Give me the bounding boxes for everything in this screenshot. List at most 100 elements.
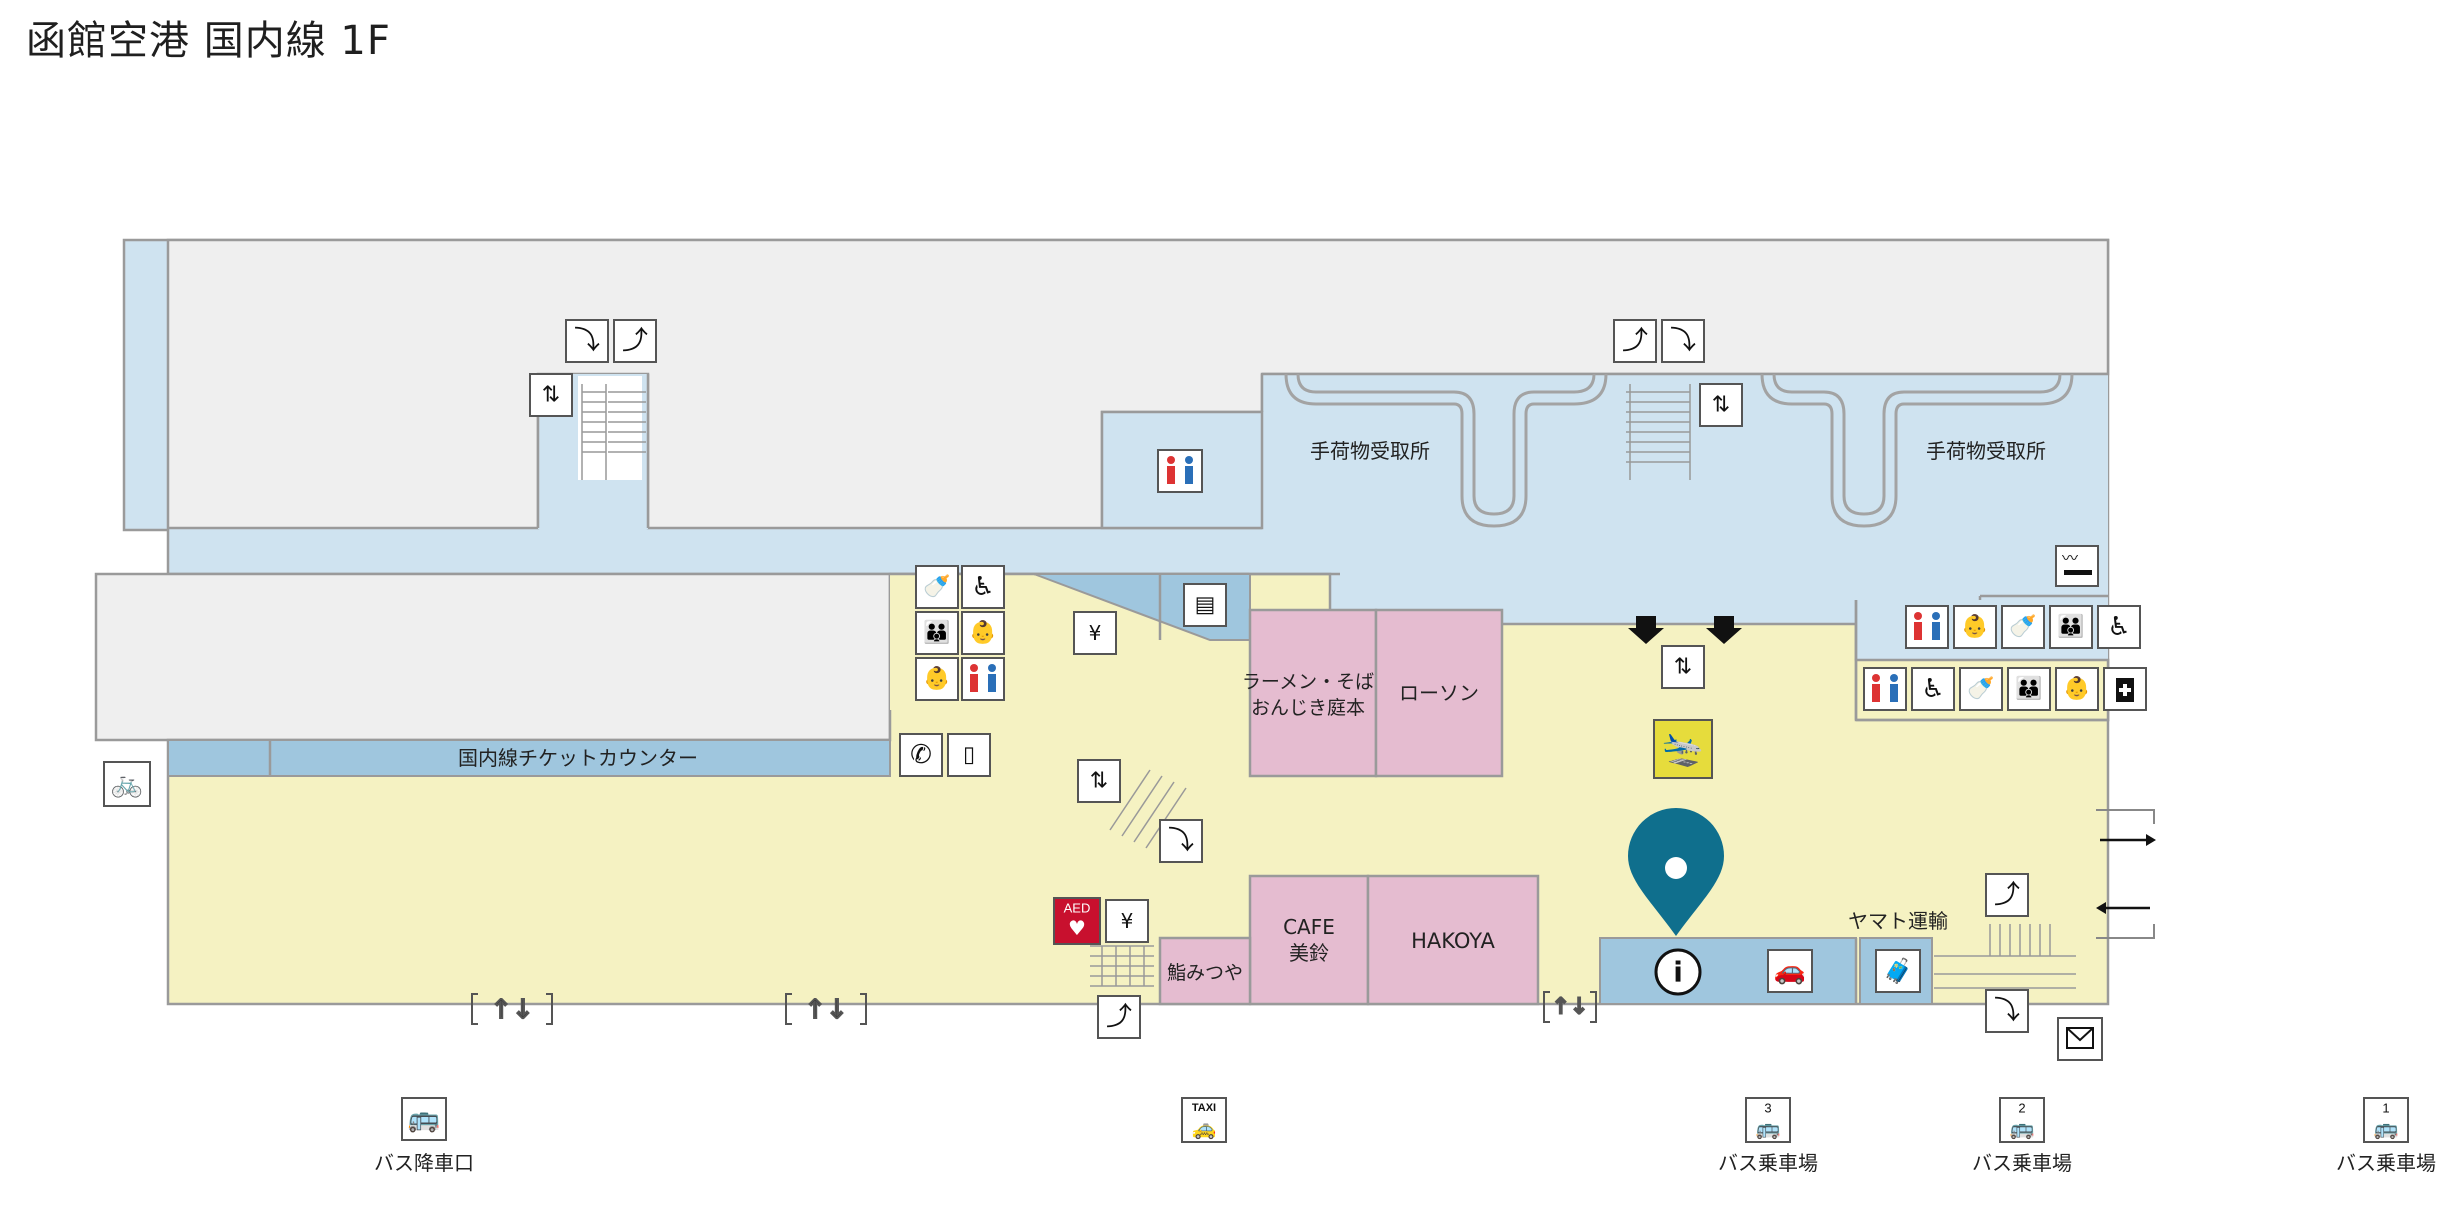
- elevator-icon: ⇅: [1077, 759, 1121, 803]
- elevator-icon: ⇅: [529, 373, 573, 417]
- coin-locker-icon: ▤: [1183, 583, 1227, 627]
- mobile-charger-icon: ▯: [947, 733, 991, 777]
- baggage-carousel-right: [1760, 373, 2074, 528]
- mailbox-icon: [2057, 1017, 2103, 1061]
- svg-text:⤴: ⤴: [1622, 326, 1648, 356]
- escalator-down-icon: ⤵: [1985, 989, 2029, 1033]
- atm-icon: ¥: [1105, 899, 1149, 943]
- svg-text:🍼: 🍼: [2009, 614, 2036, 640]
- svg-text:⤴: ⤴: [1994, 880, 2020, 910]
- nursing-room-icon: 🍼: [2001, 605, 2045, 649]
- svg-text:♿: ♿: [971, 572, 994, 602]
- ramen-label-line1: ラーメン・そば: [1242, 671, 1374, 693]
- bus-stop-dropoff: 🚌 バス降車口: [374, 1097, 474, 1175]
- svg-text:↑↓: ↑↓: [804, 995, 848, 1025]
- svg-text:⇅: ⇅: [1674, 655, 1692, 680]
- escalator-down-icon: ⤵: [1159, 819, 1203, 863]
- ticket-counter: [167, 739, 891, 777]
- exit-door-right[interactable]: [2096, 809, 2156, 939]
- svg-text:♿: ♿: [1921, 674, 1944, 704]
- svg-text:👶: 👶: [1961, 614, 1988, 640]
- wheelchair-restroom-icon: ♿: [1911, 667, 1955, 711]
- escalator-up-icon: ⤴: [1097, 995, 1141, 1039]
- baggage-storage-icon: 🧳: [1875, 949, 1921, 993]
- aed-label: AED: [1064, 901, 1091, 916]
- elevator-icon: ⇅: [1661, 645, 1705, 689]
- yamato-label: ヤマト運輸: [1848, 909, 1948, 933]
- svg-text:⤴: ⤴: [1106, 1002, 1132, 1032]
- restroom-icon: [961, 657, 1005, 701]
- family-restroom-icon: 👪: [2007, 667, 2051, 711]
- baby-changing-icon: 👶: [961, 611, 1005, 655]
- svg-text:🚌: 🚌: [408, 1104, 440, 1134]
- family-restroom-icon: 👪: [915, 611, 959, 655]
- svg-text:👶: 👶: [923, 666, 950, 692]
- nursing-room-icon: 🍼: [1959, 667, 2003, 711]
- svg-text:👶: 👶: [2063, 676, 2090, 702]
- svg-text:⤴: ⤴: [622, 326, 648, 356]
- wheelchair-restroom-icon: ♿: [2097, 605, 2141, 649]
- svg-text:🍼: 🍼: [1967, 676, 1994, 702]
- svg-text:🚕: 🚕: [1192, 1116, 1217, 1140]
- ramen-shop: [1248, 608, 1378, 778]
- bus-stop-1: 1 🚌 バス乗車場: [2336, 1097, 2436, 1175]
- baby-changing-icon: 👶: [2055, 667, 2099, 711]
- page-title: 函館空港 国内線 1F: [26, 18, 391, 64]
- restroom-icon: [1905, 605, 1949, 649]
- svg-text:👶: 👶: [969, 620, 996, 646]
- first-aid-icon: [2103, 667, 2147, 711]
- svg-text:↑↓: ↑↓: [1552, 995, 1589, 1020]
- restroom-icon: [1157, 449, 1203, 493]
- baby-changing-icon: 👶: [915, 657, 959, 701]
- entrance-door-3[interactable]: ↑↓: [1543, 991, 1597, 1023]
- svg-text:👪: 👪: [2057, 614, 2084, 640]
- wheelchair-restroom-icon: ♿: [961, 565, 1005, 609]
- lawson-shop: [1374, 608, 1504, 778]
- svg-text:♥: ♥: [1068, 916, 1086, 940]
- rental-car-icon: 🚗: [1767, 949, 1813, 993]
- baby-changing-icon: 👶: [1953, 605, 1997, 649]
- entrance-door-1[interactable]: ↑↓: [471, 993, 553, 1026]
- svg-text:¥: ¥: [1089, 621, 1102, 645]
- escalator-up-icon: ⤴: [1613, 319, 1657, 363]
- bus-stop-2: 2 🚌 バス乗車場: [1972, 1097, 2072, 1175]
- elevator-icon: ⇅: [1699, 383, 1743, 427]
- svg-text:🍼: 🍼: [923, 574, 950, 600]
- svg-text:👪: 👪: [2015, 676, 2042, 702]
- svg-text:🚌: 🚌: [2010, 1116, 2035, 1140]
- svg-text:♿: ♿: [2107, 612, 2130, 642]
- cafe-label-line2: 美鈴: [1289, 941, 1329, 965]
- information-icon[interactable]: i: [1654, 948, 1702, 996]
- info-counter: [1599, 937, 1857, 1005]
- smoking-area-icon: 〰: [2055, 545, 2099, 587]
- hakoya-shop: [1366, 874, 1540, 1006]
- arrival-arrow-down-icon: [1706, 616, 1742, 644]
- taxi-stand: TAXI 🚕: [1181, 1097, 1227, 1143]
- telephone-icon: ✆: [899, 733, 943, 777]
- family-restroom-icon: 👪: [2049, 605, 2093, 649]
- svg-text:⇅: ⇅: [542, 383, 560, 408]
- nursing-room-icon: 🍼: [915, 565, 959, 609]
- entrance-door-2[interactable]: ↑↓: [785, 993, 867, 1026]
- svg-text:🛬: 🛬: [1662, 729, 1704, 769]
- svg-text:🚗: 🚗: [1774, 956, 1806, 986]
- location-pin-icon: [1628, 808, 1724, 936]
- svg-text:↑↓: ↑↓: [490, 995, 534, 1025]
- bus-stop-1-label: バス乗車場: [2336, 1151, 2436, 1175]
- bus-stop-3-label: バス乗車場: [1718, 1151, 1818, 1175]
- svg-text:🚌: 🚌: [1756, 1116, 1781, 1140]
- ramen-label-line2: おんじき庭本: [1251, 697, 1365, 719]
- cafe-shop: [1248, 874, 1370, 1006]
- stairs-bottom-right: [1934, 924, 2076, 989]
- escalator-up-icon: ⤴: [1985, 873, 2029, 917]
- bus-stop-2-number: 2: [2018, 1101, 2025, 1116]
- svg-text:▤: ▤: [1195, 593, 1216, 618]
- escalator-down-icon: ⤵: [1661, 319, 1705, 363]
- svg-text:👪: 👪: [923, 620, 950, 646]
- svg-text:⤵: ⤵: [1168, 826, 1194, 856]
- bus-stop-3-number: 3: [1764, 1101, 1771, 1116]
- svg-text:〰: 〰: [2062, 549, 2078, 568]
- svg-text:✆: ✆: [910, 740, 932, 770]
- escalator-up-icon: ⤴: [613, 319, 657, 363]
